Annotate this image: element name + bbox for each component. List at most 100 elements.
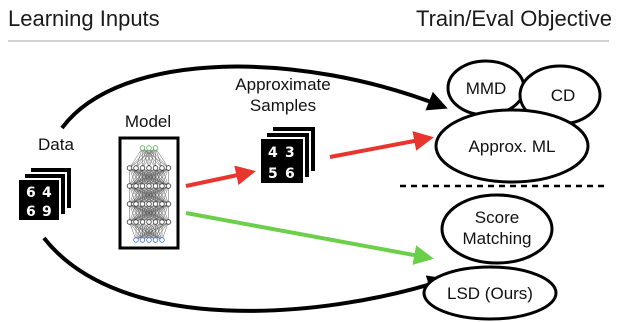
network-edge: [142, 147, 156, 169]
network-edge: [129, 203, 137, 223]
data-digit: 6: [26, 204, 36, 220]
network-edge: [129, 147, 156, 169]
network-edges: [129, 147, 169, 241]
network-edge: [161, 221, 169, 241]
network-node: [159, 201, 165, 207]
network-node: [133, 201, 139, 207]
network-node: [133, 165, 139, 171]
network-node: [165, 201, 172, 207]
data-digit: 9: [42, 204, 52, 220]
network-edge: [142, 221, 169, 241]
network-edge: [161, 167, 169, 187]
network-edge: [142, 167, 169, 187]
network-node: [146, 165, 152, 171]
network-edge: [161, 185, 169, 205]
network-edge: [129, 203, 150, 223]
network-node: [146, 219, 152, 225]
model-to-samples-arrow: [185, 165, 256, 188]
network-edge: [129, 167, 163, 187]
network-edge: [135, 221, 169, 241]
network-edge: [135, 221, 163, 241]
network-edge: [155, 167, 169, 187]
approx-ml-ellipse: [434, 108, 590, 184]
score-matching-label-line1: Score: [475, 208, 519, 227]
network-edge: [135, 203, 169, 223]
score-matching-label-line2: Matching: [463, 229, 532, 248]
data-label: Data: [38, 135, 74, 154]
network-edge: [129, 203, 169, 223]
sample-digit: 5: [268, 166, 278, 182]
network-edge: [135, 147, 156, 169]
score-matching-ellipse: [440, 193, 554, 265]
network-node: [133, 183, 139, 189]
network-node: [152, 145, 159, 151]
network-edge: [155, 147, 163, 169]
lsd-ellipse: [422, 265, 558, 321]
network-node: [146, 237, 152, 243]
header-train-eval-objective: Train/Eval Objective: [416, 6, 612, 31]
network-edge: [148, 203, 169, 223]
network-edge: [129, 185, 169, 205]
network-edge: [129, 203, 163, 223]
model-to-score-matching-arrow: [185, 211, 434, 265]
network-node: [139, 219, 146, 225]
network-node: [139, 165, 146, 171]
network-edge: [148, 147, 156, 169]
network-edge: [161, 203, 169, 223]
network-edge: [155, 147, 169, 169]
samples-label-line2: Samples: [250, 96, 316, 115]
network-node: [152, 165, 159, 171]
network-edge: [142, 203, 169, 223]
sample-digit: 6: [285, 166, 295, 182]
network-edge: [148, 167, 169, 187]
network-edge: [148, 221, 169, 241]
network-edge: [129, 185, 137, 205]
network-node: [159, 219, 165, 225]
samples-label-line1: Approximate: [235, 75, 330, 94]
samples-to-approx-ml-arrow: [329, 131, 434, 159]
network-edge: [129, 167, 150, 187]
network-edge: [142, 185, 169, 205]
cd-label: CD: [551, 86, 576, 105]
network-node: [165, 219, 172, 225]
network-node: [159, 183, 165, 189]
network-edge: [129, 203, 143, 223]
samples-image-stack: 4 3 5 6: [259, 125, 317, 185]
network-edge: [148, 185, 169, 205]
network-node: [126, 219, 133, 225]
network-edge: [135, 167, 169, 187]
network-node: [126, 165, 133, 171]
network-node: [146, 145, 152, 151]
network-edge: [135, 221, 150, 241]
network-edge: [135, 221, 156, 241]
data-to-objectives-arc: [60, 64, 448, 130]
network-node: [133, 237, 139, 243]
network-edge: [129, 185, 143, 205]
network-edge: [129, 185, 163, 205]
network-node: [152, 219, 159, 225]
sample-digit: 3: [285, 145, 295, 161]
network-node: [152, 237, 159, 243]
network-edge: [135, 185, 169, 205]
network-edge: [129, 203, 156, 223]
network-node: [159, 165, 165, 171]
header-learning-inputs: Learning Inputs: [8, 6, 160, 31]
network-node: [146, 183, 152, 189]
network-edge: [129, 147, 143, 169]
data-image-stack: 6 4 6 9: [17, 166, 73, 222]
network-node: [126, 183, 133, 189]
network-node: [152, 183, 159, 189]
network-node: [165, 183, 172, 189]
network-edge: [129, 221, 137, 241]
network-edge: [129, 167, 137, 187]
model-label: Model: [125, 112, 171, 131]
network-nodes: [126, 145, 172, 243]
network-node: [126, 201, 133, 207]
network-node: [139, 201, 146, 207]
network-node: [139, 183, 146, 189]
network-edge: [129, 185, 156, 205]
network-node: [139, 237, 146, 243]
network-node: [133, 219, 139, 225]
data-to-lsd-arc: [42, 236, 448, 313]
